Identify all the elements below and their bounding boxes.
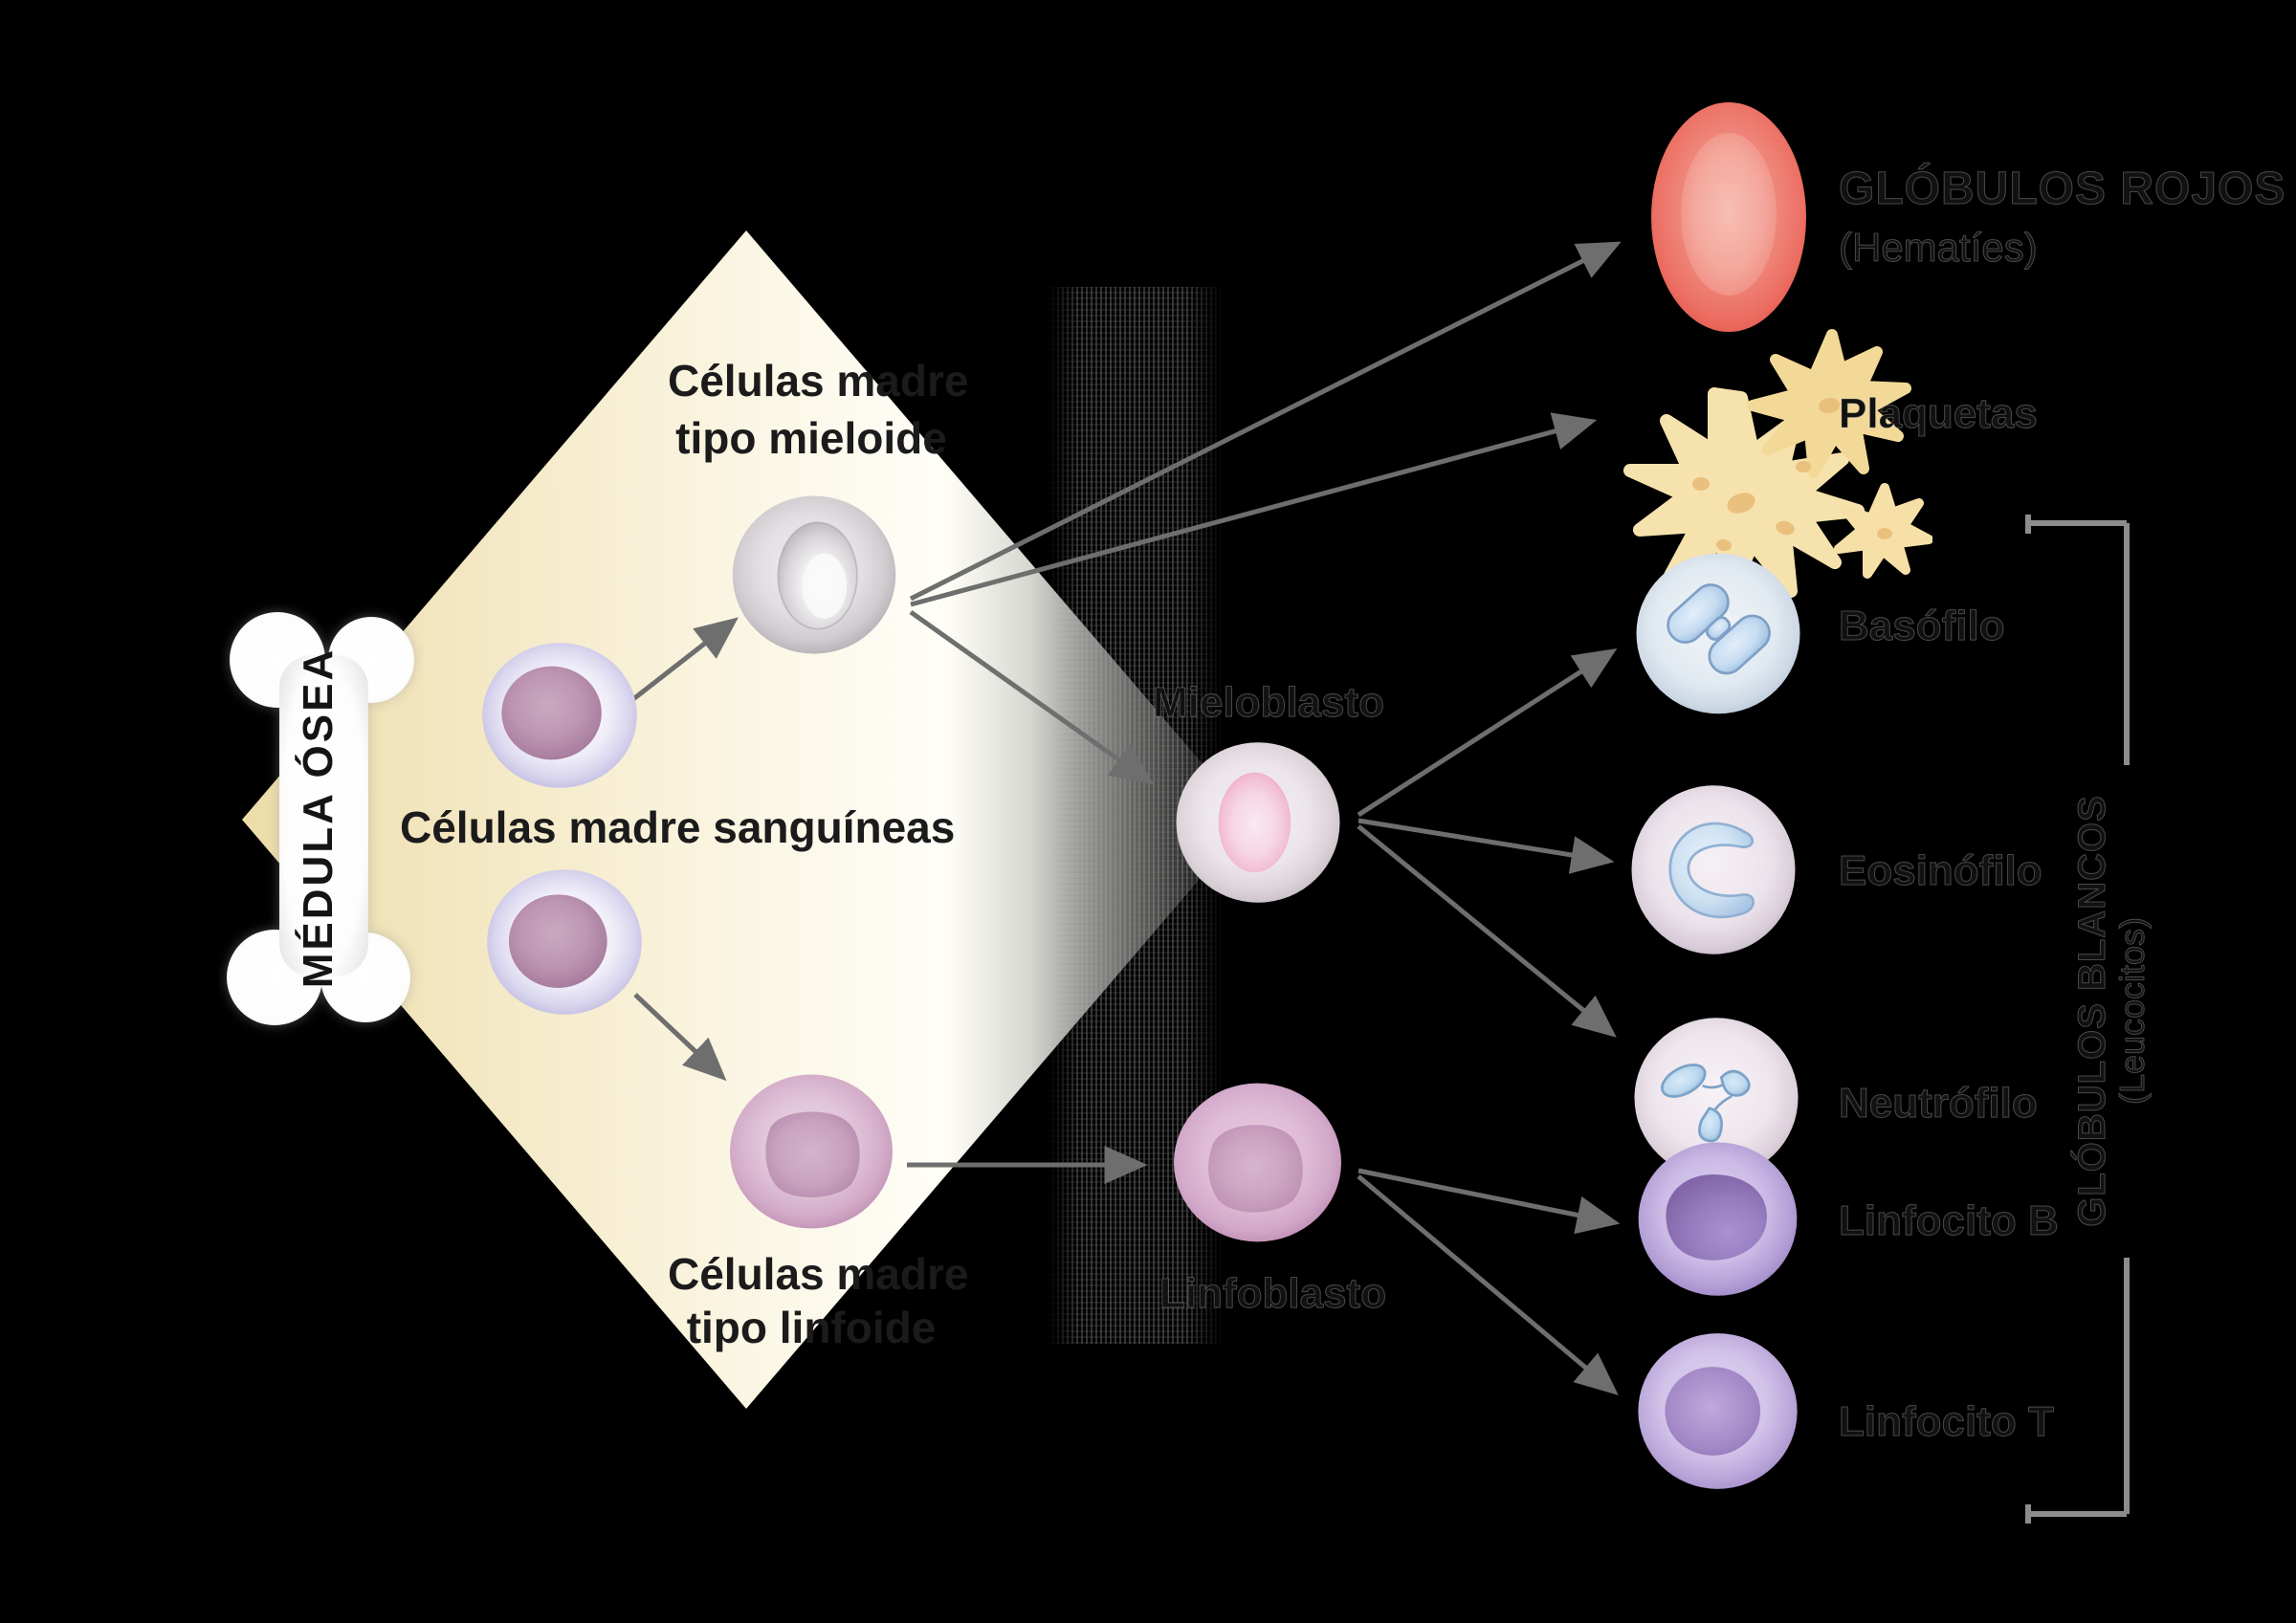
lymphoid-stem-label-line1: Células madre bbox=[668, 1249, 969, 1299]
platelets-cluster bbox=[1623, 329, 1932, 602]
lymphocyte-t-cell bbox=[1638, 1333, 1798, 1489]
arrow-myeloid-to-platelets bbox=[910, 412, 1598, 607]
arrow-stem-to-lymphoid bbox=[633, 993, 727, 1082]
arrow-mieloblasto-to-basophil bbox=[1357, 647, 1618, 818]
neutrophil-label: Neutrófilo bbox=[1839, 1080, 2039, 1128]
lymphoid-stem-label-line2: tipo linfoide bbox=[686, 1303, 937, 1352]
arrow-linfoblasto-to-lymphT bbox=[1357, 1174, 1619, 1395]
bone-icon bbox=[227, 612, 414, 1025]
myeloid-stem-label-line1: Células madre bbox=[668, 356, 969, 406]
eosinophil-cell bbox=[1631, 785, 1796, 954]
lymphocyte-t-label: Linfocito T bbox=[1839, 1398, 2055, 1446]
leukocytes-label-line1: GLÓBULOS BLANCOS bbox=[2071, 795, 2114, 1228]
blood-stem-cell-2 bbox=[487, 869, 642, 1015]
lymphocyte-b-label: Linfocito B bbox=[1839, 1197, 2060, 1245]
stem-cells-label: Células madre sanguíneas bbox=[400, 802, 956, 852]
leukocyte-bracket bbox=[2025, 515, 2130, 1524]
mieloblasto-label: Mieloblasto bbox=[1152, 679, 1385, 727]
arrow-mieloblasto-to-eosinophil bbox=[1358, 818, 1615, 874]
red-blood-cell bbox=[1651, 102, 1806, 332]
rbc-label-line1: GLÓBULOS ROJOS bbox=[1838, 164, 2286, 215]
lymphocyte-b-cell bbox=[1638, 1142, 1798, 1296]
myeloid-stem-label: Células madre tipo mieloide bbox=[668, 352, 969, 467]
basophil-label: Basófilo bbox=[1839, 603, 2006, 650]
leukocytes-group-label: GLÓBULOS BLANCOS (Leucocitos) bbox=[2071, 781, 2186, 1240]
eosinophil-label: Eosinófilo bbox=[1839, 847, 2043, 895]
linfoblasto-cell bbox=[1174, 1083, 1341, 1242]
lymphoid-stem-cell bbox=[730, 1074, 893, 1229]
arrow-mieloblasto-to-neutrophil bbox=[1357, 824, 1617, 1038]
rbc-label: GLÓBULOS ROJOS (Hematíes) bbox=[1838, 163, 2286, 271]
myeloid-stem-label-line2: tipo mieloide bbox=[675, 413, 947, 463]
rbc-label-line2: (Hematíes) bbox=[1838, 225, 2038, 271]
platelets-label: Plaquetas bbox=[1839, 390, 2039, 438]
arrow-linfoblasto-to-lymphB bbox=[1358, 1168, 1621, 1235]
linfoblasto-label: Linfoblasto bbox=[1159, 1270, 1387, 1318]
neutrophil-cell bbox=[1634, 1018, 1799, 1178]
leukocytes-label-line2: (Leucocitos) bbox=[2112, 916, 2152, 1106]
mieloblasto-cell bbox=[1176, 742, 1340, 903]
myeloid-stem-cell bbox=[732, 495, 896, 654]
arrow-myeloid-to-mieloblasto bbox=[909, 609, 1155, 785]
arrow-stem-to-myeloid bbox=[631, 617, 739, 701]
basophil-cell bbox=[1636, 553, 1800, 714]
arrow-myeloid-to-rbc bbox=[909, 241, 1622, 602]
blood-stem-cell-1 bbox=[482, 643, 637, 788]
lymphoid-stem-label: Células madre tipo linfoide bbox=[668, 1247, 969, 1354]
